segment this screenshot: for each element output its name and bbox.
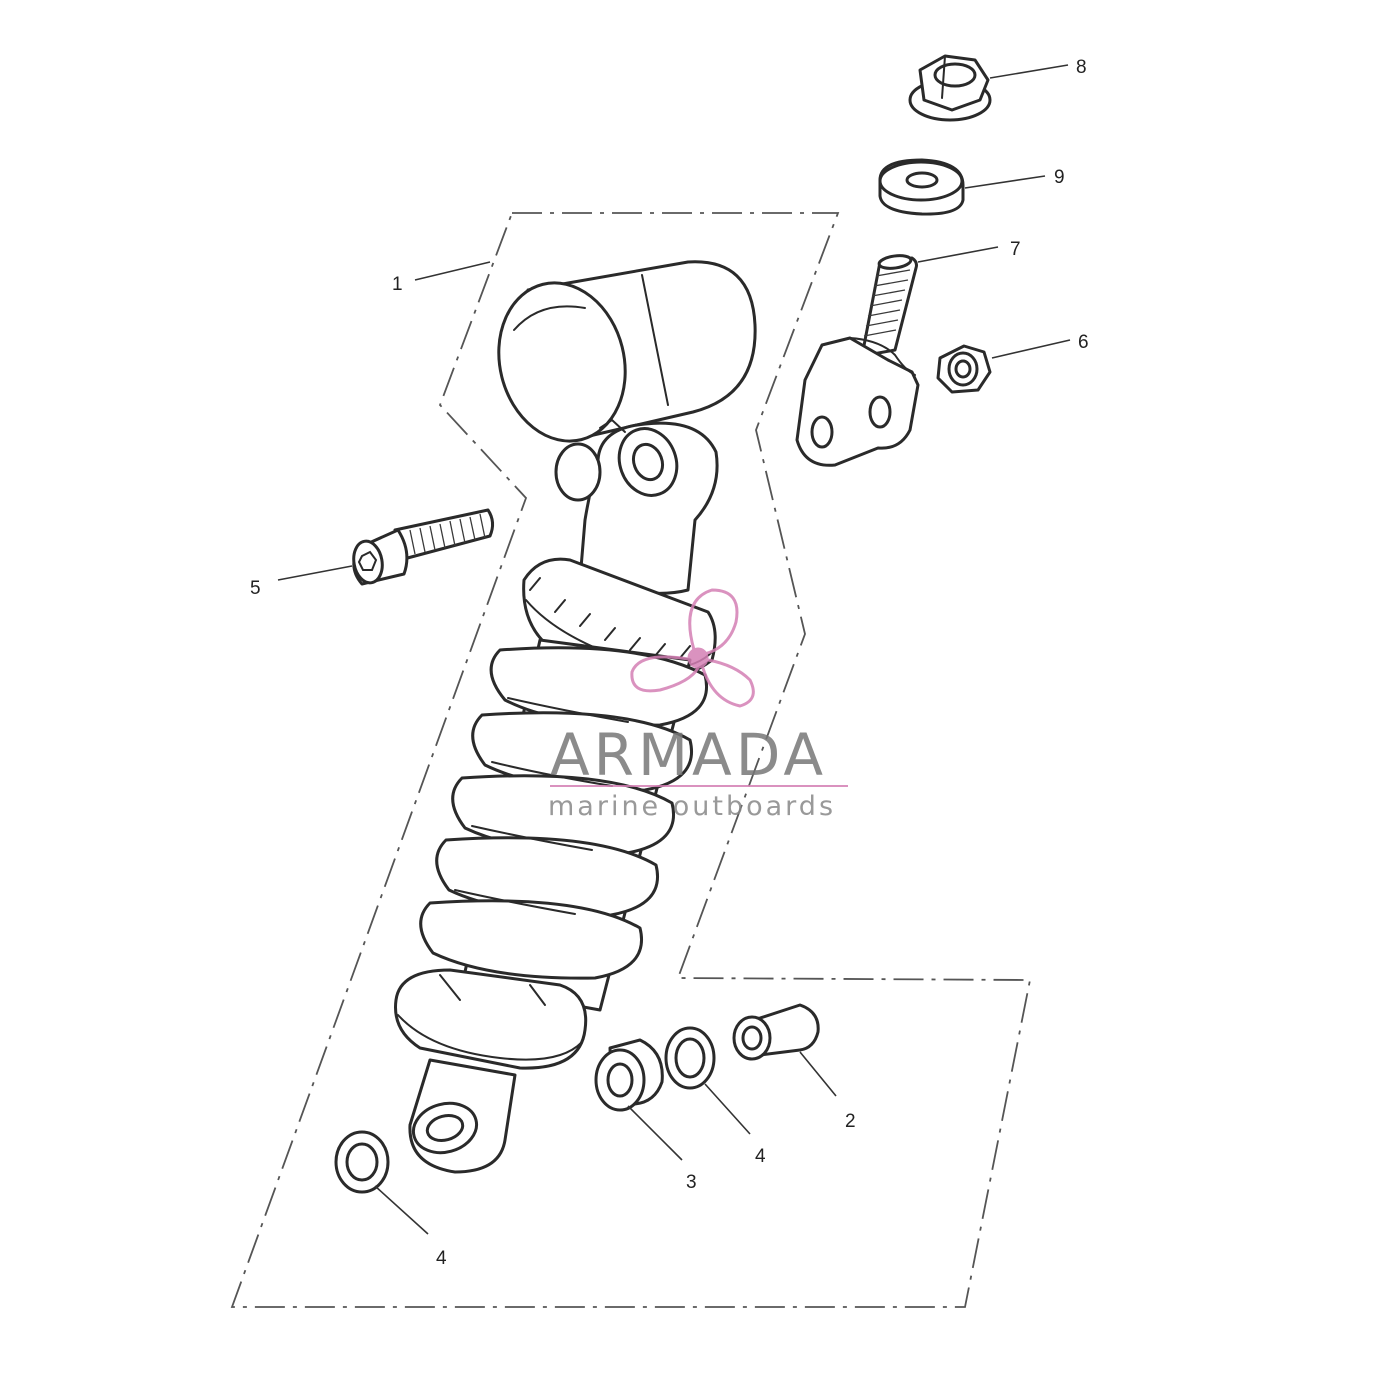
callout-9: 9 <box>1054 167 1065 188</box>
top-clevis-with-stud <box>795 254 920 467</box>
assembly-boundary <box>230 212 1032 1308</box>
lower-spring-seat <box>394 968 588 1070</box>
callout-2: 2 <box>845 1111 856 1132</box>
sleeve-long <box>732 1003 820 1061</box>
socket-head-bolt <box>352 508 495 586</box>
callout-3: 3 <box>686 1172 697 1193</box>
callout-5: 5 <box>250 578 261 599</box>
washer-lower <box>334 1130 390 1194</box>
lower-eye <box>408 1058 517 1174</box>
watermark-tagline: marine outboards <box>548 791 836 822</box>
coil-spring <box>419 646 708 980</box>
watermark: ARMADA marine outboards <box>548 588 848 822</box>
callout-4-middle: 4 <box>755 1146 766 1167</box>
washer-top <box>878 158 965 216</box>
washer-middle <box>664 1026 716 1090</box>
watermark-brand: ARMADA <box>550 721 827 789</box>
callout-8: 8 <box>1076 57 1087 78</box>
callout-6: 6 <box>1078 332 1089 353</box>
small-nut <box>936 344 992 394</box>
callout-7: 7 <box>1010 239 1021 260</box>
leader-lines <box>277 64 1071 1235</box>
bush-short <box>594 1038 664 1112</box>
propeller-icon <box>630 588 755 708</box>
flange-nut <box>908 54 992 122</box>
top-mount-body <box>554 418 719 595</box>
shock-absorber <box>394 260 757 1174</box>
callout-4-lower: 4 <box>436 1248 447 1269</box>
reservoir-canister <box>497 260 757 443</box>
callout-1: 1 <box>392 274 403 295</box>
callout-labels: 1 2 3 4 4 5 6 7 8 9 <box>250 57 1089 1269</box>
